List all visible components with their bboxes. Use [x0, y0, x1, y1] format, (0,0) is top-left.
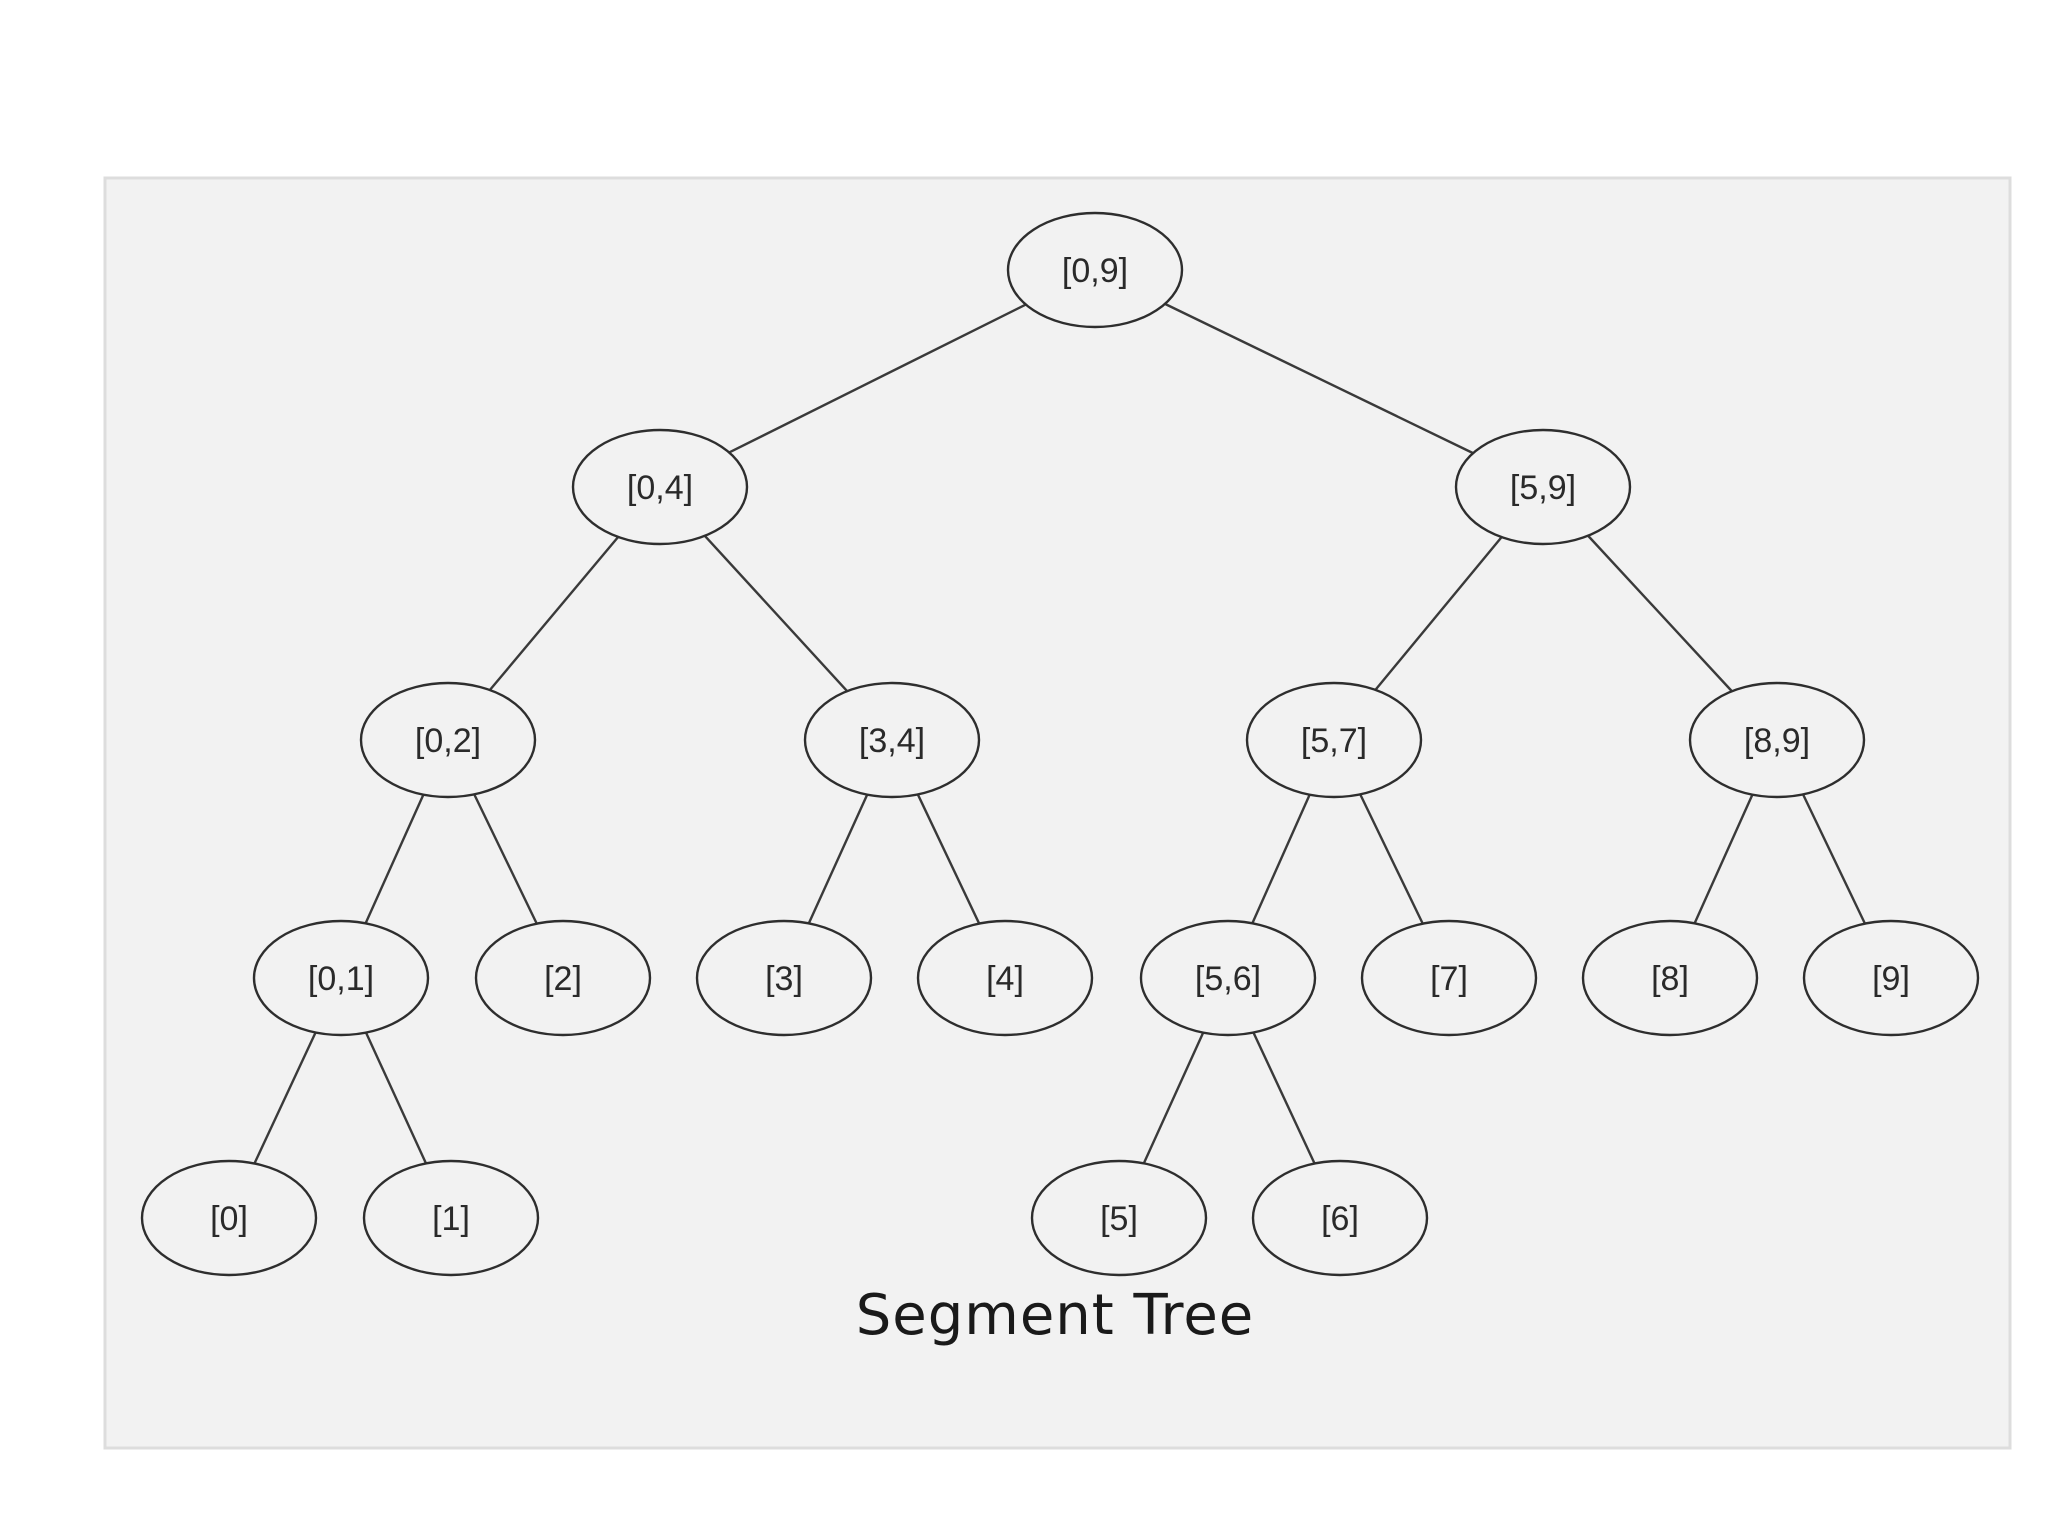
- node-label: [4]: [986, 960, 1024, 998]
- node-ellipse: [362, 1159, 540, 1277]
- node-label: [7]: [1430, 960, 1468, 998]
- tree-edge: [1374, 536, 1503, 691]
- tree-node: [3,4]: [803, 681, 981, 799]
- node-label: [0,1]: [308, 960, 374, 998]
- node-ellipse: [252, 919, 430, 1037]
- tree-node: [3]: [695, 919, 873, 1037]
- tree-node: [1]: [362, 1159, 540, 1277]
- tree-edge: [488, 536, 620, 691]
- node-label: [1]: [432, 1200, 470, 1238]
- tree-node: [5]: [1030, 1159, 1208, 1277]
- tree-edge: [364, 794, 425, 924]
- tree-node: [0,1]: [252, 919, 430, 1037]
- node-label: [3,4]: [859, 722, 925, 760]
- tree-node: [0,9]: [1006, 211, 1184, 329]
- tree-edge: [807, 794, 869, 924]
- node-label: [5]: [1100, 1200, 1138, 1238]
- node-ellipse: [1581, 919, 1759, 1037]
- node-ellipse: [571, 428, 749, 546]
- node-label: [8,9]: [1744, 722, 1810, 760]
- node-ellipse: [1802, 919, 1980, 1037]
- tree-node: [5,7]: [1245, 681, 1423, 799]
- node-ellipse: [1688, 681, 1866, 799]
- tree-edge: [1801, 793, 1867, 925]
- tree-node: [0,2]: [359, 681, 537, 799]
- node-ellipse: [359, 681, 537, 799]
- nodes-layer: [0,9] [0,4] [5,9] [0,2] [3,4] [5,7] [8,9] [0,1]…: [140, 211, 1980, 1277]
- tree-edge: [916, 793, 981, 925]
- node-label: [5,7]: [1301, 722, 1367, 760]
- diagram-caption: Segment Tree: [856, 1283, 1254, 1348]
- node-label: [2]: [544, 960, 582, 998]
- node-label: [5,6]: [1195, 960, 1261, 998]
- edges-layer: [253, 302, 1867, 1164]
- tree-node: [2]: [474, 919, 652, 1037]
- node-ellipse: [1454, 428, 1632, 546]
- node-ellipse: [1245, 681, 1423, 799]
- node-label: [0,2]: [415, 722, 481, 760]
- tree-edge: [1142, 1032, 1205, 1164]
- node-label: [0,9]: [1062, 252, 1128, 290]
- tree-node: [5,9]: [1454, 428, 1632, 546]
- tree-edge: [1251, 794, 1311, 924]
- node-ellipse: [140, 1159, 318, 1277]
- node-label: [6]: [1321, 1200, 1359, 1238]
- tree-node: [5,6]: [1139, 919, 1317, 1037]
- node-ellipse: [1360, 919, 1538, 1037]
- node-label: [9]: [1872, 960, 1910, 998]
- node-ellipse: [803, 681, 981, 799]
- tree-node: [0]: [140, 1159, 318, 1277]
- tree-node: [7]: [1360, 919, 1538, 1037]
- tree-edge: [1587, 534, 1733, 693]
- node-ellipse: [1006, 211, 1184, 329]
- tree-edge: [253, 1032, 317, 1164]
- node-ellipse: [474, 919, 652, 1037]
- node-label: [0,4]: [627, 469, 693, 507]
- node-label: [5,9]: [1510, 469, 1576, 507]
- node-ellipse: [1251, 1159, 1429, 1277]
- tree-edge: [473, 793, 538, 925]
- tree-node: [0,4]: [571, 428, 749, 546]
- tree-node: [8,9]: [1688, 681, 1866, 799]
- tree-edge: [1693, 794, 1754, 924]
- tree-edge: [1252, 1032, 1316, 1164]
- tree-edge: [703, 535, 849, 692]
- node-ellipse: [1030, 1159, 1208, 1277]
- node-ellipse: [1139, 919, 1317, 1037]
- node-ellipse: [916, 919, 1094, 1037]
- tree-node: [8]: [1581, 919, 1759, 1037]
- tree-edge: [728, 303, 1027, 454]
- tree-node: [9]: [1802, 919, 1980, 1037]
- node-label: [0]: [210, 1200, 248, 1238]
- tree-edge: [364, 1032, 428, 1164]
- node-label: [8]: [1651, 960, 1689, 998]
- tree-edge: [1164, 302, 1474, 455]
- tree-node: [4]: [916, 919, 1094, 1037]
- node-ellipse: [695, 919, 873, 1037]
- tree-edge: [1359, 793, 1424, 925]
- node-label: [3]: [765, 960, 803, 998]
- tree-node: [6]: [1251, 1159, 1429, 1277]
